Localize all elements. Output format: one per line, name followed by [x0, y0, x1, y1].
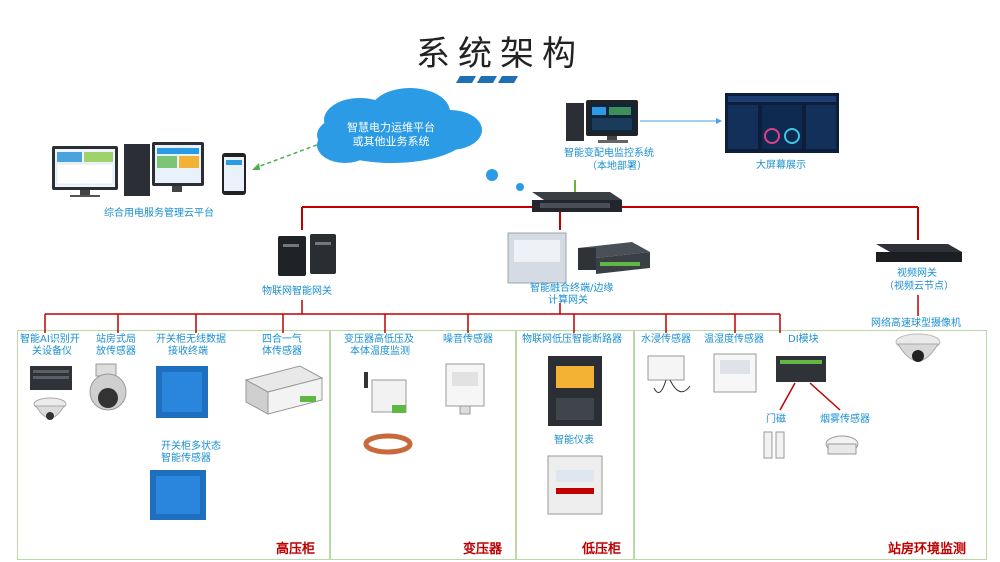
temp-humidity-label: 温湿度传感器 — [704, 334, 764, 345]
switch-wireless-label-line2: 接收终端 — [168, 346, 208, 357]
diagram-title: 系统架构 — [416, 34, 584, 74]
cloud-platform-label: 综合用电服务管理云平台 — [104, 208, 214, 219]
video-gateway-label-line2: （视频云节点） — [884, 281, 954, 292]
zone-environment — [633, 330, 987, 560]
big-screen-label: 大屏幕展示 — [756, 160, 806, 171]
four-in-one-label-line2: 体传感器 — [262, 346, 302, 357]
di-module-device — [776, 356, 826, 382]
ai-device-label-line1: 智能AI识别开 — [20, 334, 80, 345]
iot-gateway-device — [278, 234, 336, 276]
zone-hv-label: 高压柜 — [276, 542, 316, 557]
four-in-one-sensor-device — [244, 365, 324, 415]
lv-breaker-device — [548, 356, 602, 426]
four-in-one-label-line1: 四合一气 — [262, 334, 302, 345]
transformer-temp-label-line1: 变压器高低压及 — [344, 334, 414, 345]
switch-wireless-label-line1: 开关柜无线数据 — [156, 334, 226, 345]
transformer-temp-device — [363, 372, 413, 455]
network-switch — [532, 192, 622, 212]
temp-humidity-device — [713, 353, 757, 393]
cloud-label: 智慧电力运维平台 或其他业务系统 — [334, 121, 448, 149]
dome-camera-device — [895, 333, 941, 362]
ai-device-label-line2: 关设备仪 — [32, 346, 72, 357]
fusion-terminal-label-line1: 智能融合终端/边缘 — [530, 283, 614, 294]
noise-sensor-device — [445, 363, 485, 415]
zone-lv — [515, 330, 635, 560]
local-monitor-label-line1: 智能变配电监控系统 — [564, 148, 654, 159]
smoke-sensor-label: 烟雾传感器 — [820, 414, 870, 425]
title-underline-bars — [456, 76, 518, 83]
station-sensor-label-line1: 站房式局 — [96, 334, 136, 345]
big-screen-device — [725, 93, 839, 153]
ptz-camera-device — [89, 363, 127, 411]
zone-transformer-label: 变压器 — [463, 542, 503, 557]
noise-sensor-label: 噪音传感器 — [443, 334, 493, 345]
door-sensor-device — [763, 431, 785, 459]
multistate-sensor-device — [150, 470, 206, 520]
station-sensor-label-line2: 放传感器 — [96, 346, 136, 357]
lv-breaker-label: 物联网低压智能断路器 — [522, 334, 622, 345]
fusion-terminal-device — [507, 232, 650, 284]
water-sensor-device — [647, 355, 691, 393]
fusion-terminal-label-line2: 计算网关 — [548, 295, 588, 306]
zone-lv-label: 低压柜 — [582, 542, 622, 557]
cloud-label-line1: 智慧电力运维平台 — [347, 121, 435, 134]
di-module-label: DI模块 — [788, 334, 819, 345]
switch-multistate-label-line2: 智能传感器 — [161, 453, 211, 464]
cloud-shape — [317, 88, 524, 191]
smoke-sensor-device — [825, 435, 859, 455]
video-gateway-label-line1: 视频网关 — [897, 268, 937, 279]
zone-environment-label: 站房环境监测 — [888, 542, 967, 557]
wireless-terminal-device — [156, 366, 208, 418]
smart-meter-label: 智能仪表 — [554, 435, 594, 446]
iot-gateway-label: 物联网智能网关 — [262, 286, 332, 297]
cloud-platform-devices — [52, 142, 246, 197]
zone-transformer — [329, 330, 517, 560]
smart-meter-device — [547, 455, 603, 515]
door-sensor-label: 门磁 — [766, 414, 786, 425]
switch-multistate-label-line1: 开关柜多状态 — [161, 441, 221, 452]
local-monitor-devices — [566, 100, 638, 143]
local-monitor-label-line2: （本地部署） — [587, 161, 647, 172]
dome-camera-label: 网络高速球型摄像机 — [871, 318, 961, 329]
zone-hv — [17, 330, 331, 560]
water-sensor-label: 水浸传感器 — [641, 334, 691, 345]
ai-recognition-device — [30, 366, 72, 420]
cloud-label-line2: 或其他业务系统 — [352, 135, 430, 148]
video-gateway-device — [876, 244, 962, 262]
transformer-temp-label-line2: 本体温度监测 — [350, 346, 410, 357]
